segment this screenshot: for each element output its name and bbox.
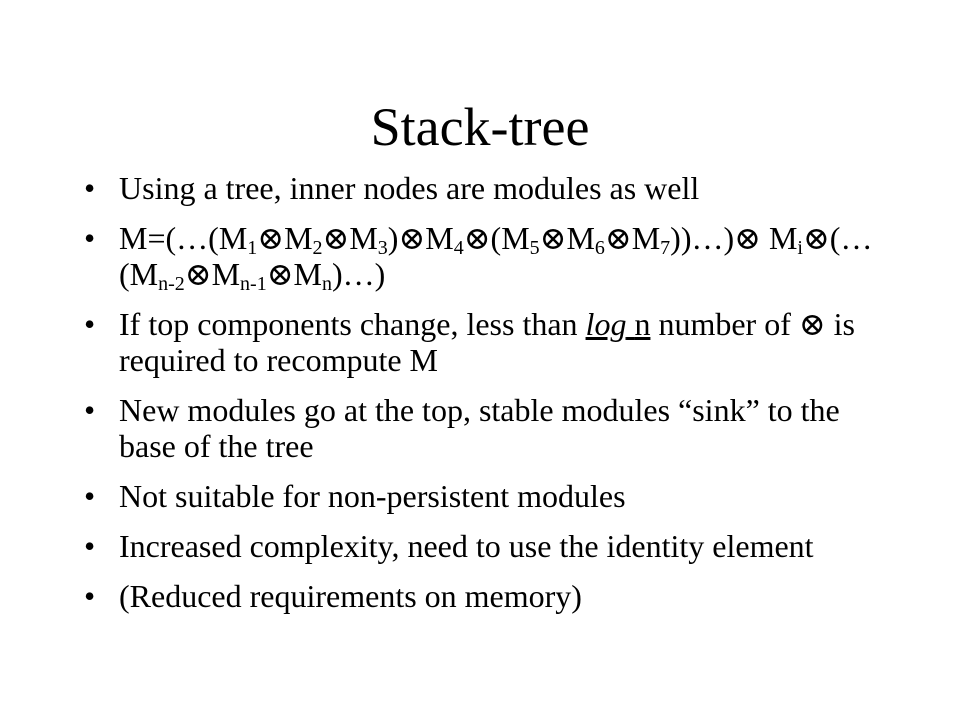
bullet-dot: •	[84, 170, 96, 206]
bullet-dot: •	[84, 578, 96, 614]
otimes-symbol: ⊗	[798, 306, 826, 342]
otimes-symbol: ⊗	[257, 220, 285, 256]
formula-open: (M	[490, 220, 530, 256]
formula-m: M	[768, 220, 798, 256]
formula-prefix: M=(…(M	[119, 220, 248, 256]
formula-m: M	[425, 220, 454, 256]
formula-sub: i	[797, 237, 803, 259]
formula-mid: (…(M	[119, 220, 873, 292]
formula-sub: 7	[660, 237, 671, 259]
bullet-dot: •	[84, 478, 96, 514]
bullet-item-formula: • M=(…(M1⊗M2⊗M3)⊗M4⊗(M5⊗M6⊗M7))…)⊗ Mi⊗(……	[84, 220, 884, 295]
otimes-symbol: ⊗	[463, 220, 491, 256]
otimes-symbol: ⊗	[802, 220, 830, 256]
formula-sub: 1	[247, 237, 258, 259]
formula-sub: 2	[312, 237, 323, 259]
bullet-text: Increased complexity, need to use the id…	[119, 528, 814, 564]
slide-title: Stack-tree	[370, 97, 590, 157]
otimes-symbol: ⊗	[604, 220, 632, 256]
bullet-text: Not suitable for non-persistent modules	[119, 478, 626, 514]
bullet-text: (Reduced requirements on memory)	[119, 578, 582, 614]
formula-m: M	[211, 256, 241, 292]
bullet-item-memory: • (Reduced requirements on memory)	[84, 578, 884, 614]
log-pre: If top components change, less than	[119, 306, 586, 342]
otimes-symbol: ⊗	[398, 220, 426, 256]
otimes-symbol: ⊗	[266, 256, 294, 292]
bullet-list: • Using a tree, inner nodes are modules …	[84, 170, 884, 628]
formula: M=(…(M1⊗M2⊗M3)⊗M4⊗(M5⊗M6⊗M7))…)⊗ Mi⊗(…(M…	[119, 220, 873, 295]
bullet-item-persistent: • Not suitable for non-persistent module…	[84, 478, 884, 514]
bullet-text: Using a tree, inner nodes are modules as…	[119, 170, 700, 206]
otimes-symbol: ⊗	[184, 256, 212, 292]
bullet-item-complexity: • Increased complexity, need to use the …	[84, 528, 884, 564]
otimes-symbol: ⊗	[539, 220, 567, 256]
formula-sub: 4	[453, 237, 464, 259]
log-end: is required to recompute M	[119, 306, 855, 378]
formula-sub: 5	[529, 237, 540, 259]
log-n: n	[634, 306, 651, 342]
formula-m: M	[631, 220, 661, 256]
formula-paren: )	[387, 220, 399, 256]
bullet-dot: •	[84, 528, 96, 564]
formula-sub: 6	[594, 237, 605, 259]
otimes-symbol: ⊗	[322, 220, 350, 256]
formula-m: M	[566, 220, 595, 256]
log-n-underlined: log n	[586, 306, 651, 342]
bullet-item-tree: • Using a tree, inner nodes are modules …	[84, 170, 884, 206]
log-post: number of	[650, 306, 799, 342]
formula-sub: n-1	[240, 273, 267, 295]
log-word: log	[585, 306, 627, 342]
otimes-symbol: ⊗	[734, 220, 761, 256]
formula-sub: n-2	[158, 273, 185, 295]
formula-sub: n	[321, 273, 332, 295]
bullet-text: If top components change, less than log …	[119, 306, 855, 378]
formula-sub: 3	[377, 237, 388, 259]
formula-m: M	[349, 220, 378, 256]
bullet-dot: •	[84, 306, 96, 342]
bullet-text: New modules go at the top, stable module…	[119, 392, 840, 464]
formula-tail: )…)	[331, 256, 386, 292]
formula-m: M	[293, 256, 322, 292]
formula-close: ))…)	[670, 220, 735, 256]
bullet-item-sink: • New modules go at the top, stable modu…	[84, 392, 884, 464]
bullet-dot: •	[84, 220, 96, 256]
bullet-dot: •	[84, 392, 96, 428]
bullet-item-log: • If top components change, less than lo…	[84, 306, 884, 378]
formula-m: M	[284, 220, 313, 256]
